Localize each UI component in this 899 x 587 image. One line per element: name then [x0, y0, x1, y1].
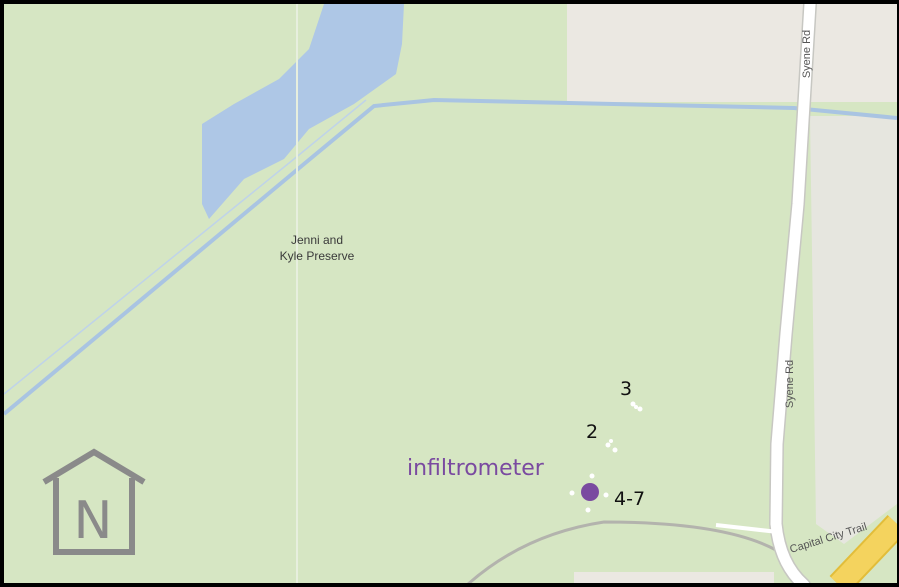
- waterway-channel: [4, 99, 367, 395]
- infiltrometer-marker[interactable]: [581, 483, 599, 501]
- urban-block-top-right: [567, 4, 897, 102]
- trail-spur: [715, 523, 779, 534]
- urban-block-right: [810, 116, 897, 544]
- infiltrometer-label: infiltrometer: [407, 456, 545, 481]
- waterway-canal: [4, 97, 897, 416]
- pond: [202, 4, 404, 219]
- north-letter: N: [74, 491, 113, 551]
- north-arrow-house-icon: [42, 448, 146, 555]
- map-canvas[interactable]: Jenni and Kyle Preserve Syene Rd Syene R…: [4, 4, 897, 585]
- marker-label-4-7: 4-7: [614, 488, 645, 510]
- park-name-line1: Jenni and: [291, 233, 343, 247]
- sample-points: [569, 401, 643, 513]
- road-label-lower: Syene Rd: [784, 360, 796, 408]
- park-name-line2: Kyle Preserve: [280, 249, 355, 263]
- road-label-upper: Syene Rd: [801, 30, 813, 78]
- marker-label-3: 3: [620, 378, 632, 400]
- highway[interactable]: [831, 516, 897, 585]
- urban-block-bottom: [574, 572, 774, 583]
- marker-label-2: 2: [586, 421, 598, 443]
- syene-road[interactable]: [770, 4, 816, 585]
- trail-path: [467, 520, 805, 583]
